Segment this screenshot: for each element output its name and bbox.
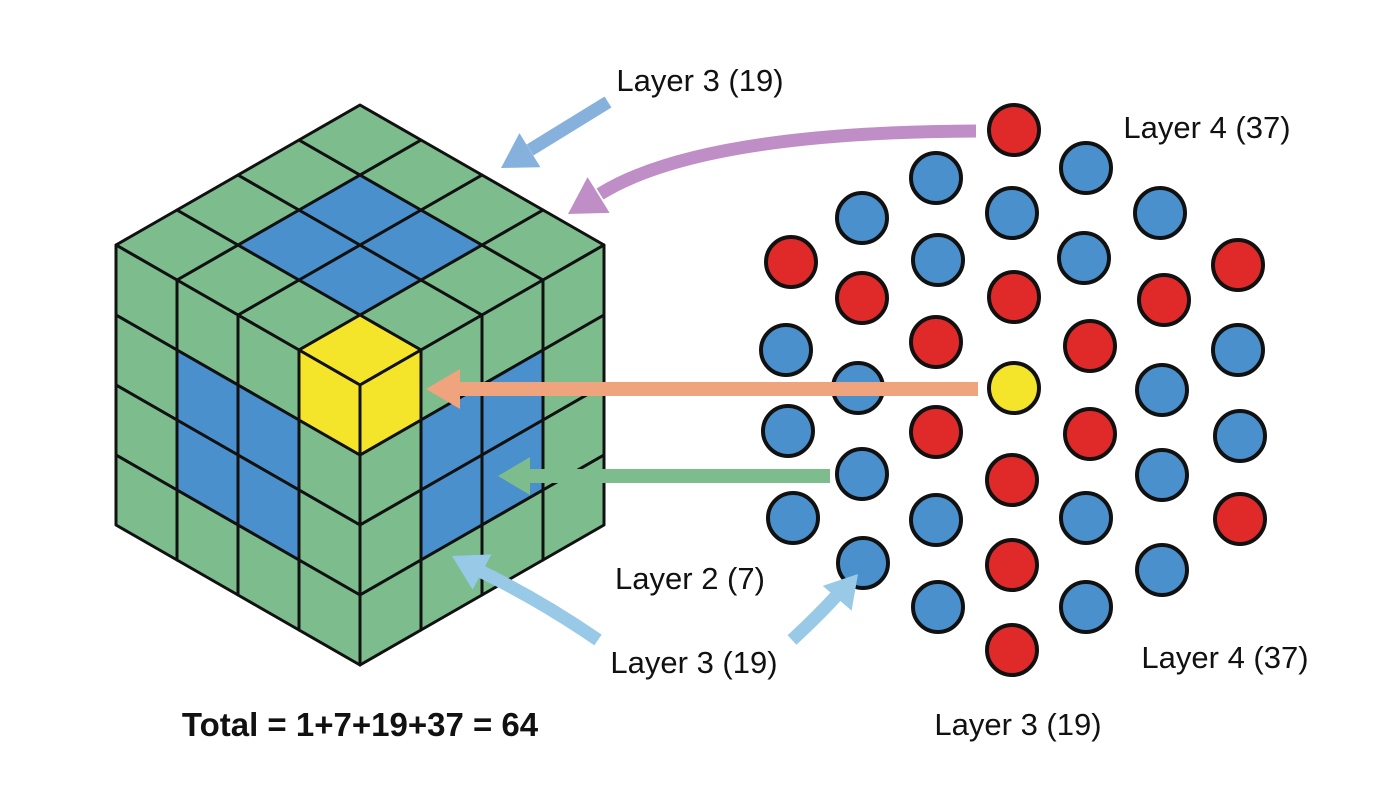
- center-cube-right: [358, 348, 423, 457]
- label-layer2: Layer 2 (7): [615, 561, 765, 596]
- hex-dot: [1063, 319, 1117, 373]
- total-equation: Total = 1+7+19+37 = 64: [182, 706, 539, 743]
- hex-dot: [1057, 231, 1111, 285]
- hex-dot: [835, 191, 889, 245]
- hex-dot: [1211, 323, 1265, 377]
- cube-top-cell: [297, 103, 423, 177]
- arrow-top-layer3-head: [501, 133, 541, 168]
- arrow-bottom-layer3-cube-shaft: [475, 564, 602, 646]
- hex-dot: [985, 538, 1039, 592]
- hex-dot: [987, 103, 1041, 157]
- hex-dot: [911, 580, 965, 634]
- hex-dot: [1137, 273, 1191, 327]
- arrow-layer4-head: [568, 177, 610, 214]
- hex-dot: [835, 271, 889, 325]
- label-top-layer3: Layer 3 (19): [616, 63, 783, 98]
- hex-dot: [909, 405, 963, 459]
- layer-arrows: [426, 96, 978, 646]
- arrow-layer2-head: [498, 457, 530, 495]
- hex-dot-layers: [759, 103, 1267, 677]
- hex-dot: [985, 453, 1039, 507]
- hex-dot: [987, 270, 1041, 324]
- hex-dot: [1213, 492, 1267, 546]
- label-top-layer4: Layer 4 (37): [1123, 110, 1290, 145]
- hex-dot: [835, 447, 889, 501]
- hex-dot: [911, 233, 965, 287]
- hex-dot: [985, 623, 1039, 677]
- hex-dot: [1211, 238, 1265, 292]
- hex-dot: [1135, 543, 1189, 597]
- hex-dot: [761, 404, 815, 458]
- arrow-center-head: [426, 369, 460, 409]
- arrow-bottom-layer3-dots-head: [822, 574, 858, 611]
- hex-dot: [909, 151, 963, 205]
- arrow-top-layer3-shaft: [526, 96, 612, 156]
- hex-dot: [1063, 407, 1117, 461]
- hex-dot: [1135, 448, 1189, 502]
- hex-dot: [987, 361, 1041, 415]
- arrow-bottom-layer3-dots-shaft: [787, 589, 843, 645]
- hex-dot: [759, 323, 813, 377]
- hex-dot: [1213, 409, 1267, 463]
- hex-dot: [1133, 186, 1187, 240]
- hex-dot: [764, 235, 818, 289]
- hex-dot: [909, 315, 963, 369]
- label-footer-layer3: Layer 3 (19): [934, 707, 1101, 742]
- hex-dot: [1059, 580, 1113, 634]
- hex-dot: [766, 491, 820, 545]
- hex-dot: [1059, 491, 1113, 545]
- hex-dot: [1135, 363, 1189, 417]
- cube-left-cell: [114, 453, 179, 562]
- hex-dot: [836, 536, 890, 590]
- hex-dot: [985, 186, 1039, 240]
- hex-dot: [909, 493, 963, 547]
- label-bottom-layer4: Layer 4 (37): [1141, 640, 1308, 675]
- arrow-layer4-shaft: [596, 124, 977, 200]
- label-bottom-layer3: Layer 3 (19): [610, 645, 777, 680]
- arrow-bottom-layer3-cube-head: [452, 554, 492, 590]
- hex-dot: [1059, 141, 1113, 195]
